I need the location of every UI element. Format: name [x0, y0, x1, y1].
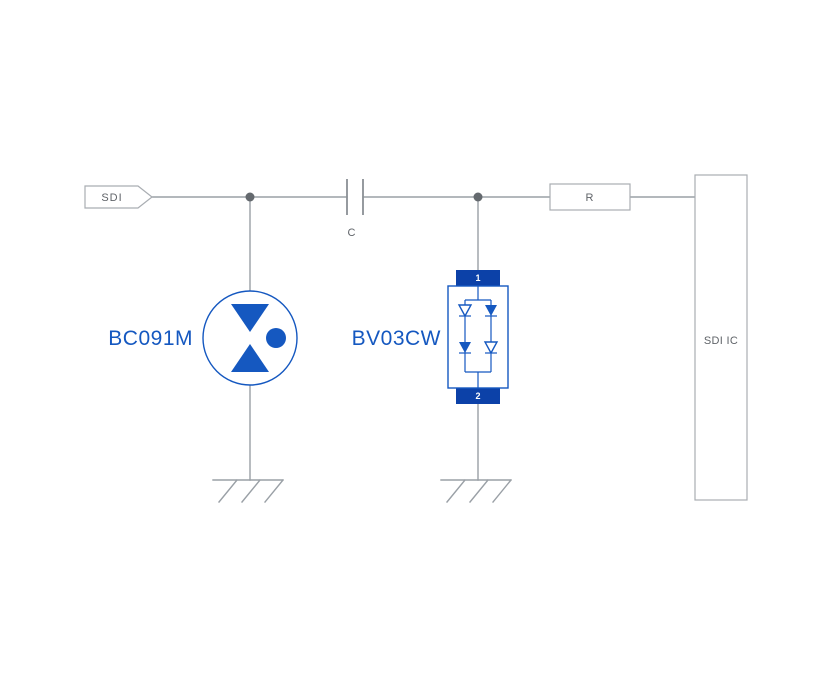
pin-1-number: 1: [475, 273, 480, 283]
diode-outline-bottom-right-icon: [483, 341, 499, 355]
tvs-component: BC091M: [108, 290, 298, 386]
ground-symbol-right: [440, 479, 512, 503]
input-tag-label: SDI: [101, 192, 122, 204]
resistor-label: R: [586, 192, 595, 204]
capacitor-symbol: C: [346, 179, 364, 239]
diode-filled-top-right-icon: [485, 305, 497, 316]
diode-outline-top-left-icon: [457, 304, 473, 318]
wires: [151, 196, 696, 481]
junction-dot-left: [245, 192, 255, 202]
tvs-label: BC091M: [108, 327, 193, 350]
tvs-dot-icon: [266, 328, 286, 348]
junction-dot-right: [473, 192, 483, 202]
tvs-triangle-up-icon: [231, 344, 269, 372]
resistor-symbol: R: [549, 183, 631, 211]
resistor-body: [549, 183, 631, 211]
ground-symbol-left: [212, 479, 284, 503]
ground-icon: [440, 479, 512, 503]
tvs-triangle-down-icon: [231, 304, 269, 332]
capacitor-plates: [346, 179, 364, 215]
sdi-ic-block: SDI IC: [694, 174, 748, 501]
pin-2-number: 2: [475, 391, 480, 401]
pin-1-pad: [456, 270, 500, 286]
pin-2-pad: [456, 388, 500, 404]
input-tag-shape: [84, 185, 153, 209]
diode-filled-bottom-left-icon: [459, 342, 471, 353]
ground-icon: [212, 479, 284, 503]
ic-label: SDI IC: [704, 335, 738, 347]
diode-array-component: BV03CW 1 2: [352, 270, 509, 404]
sdi-input-tag: SDI: [84, 185, 153, 209]
tvs-circle-icon: [202, 290, 298, 386]
diode-array-label: BV03CW: [352, 327, 441, 350]
ic-body: [694, 174, 748, 501]
capacitor-label: C: [348, 227, 357, 239]
diode-array-internal-wires: [464, 286, 492, 388]
